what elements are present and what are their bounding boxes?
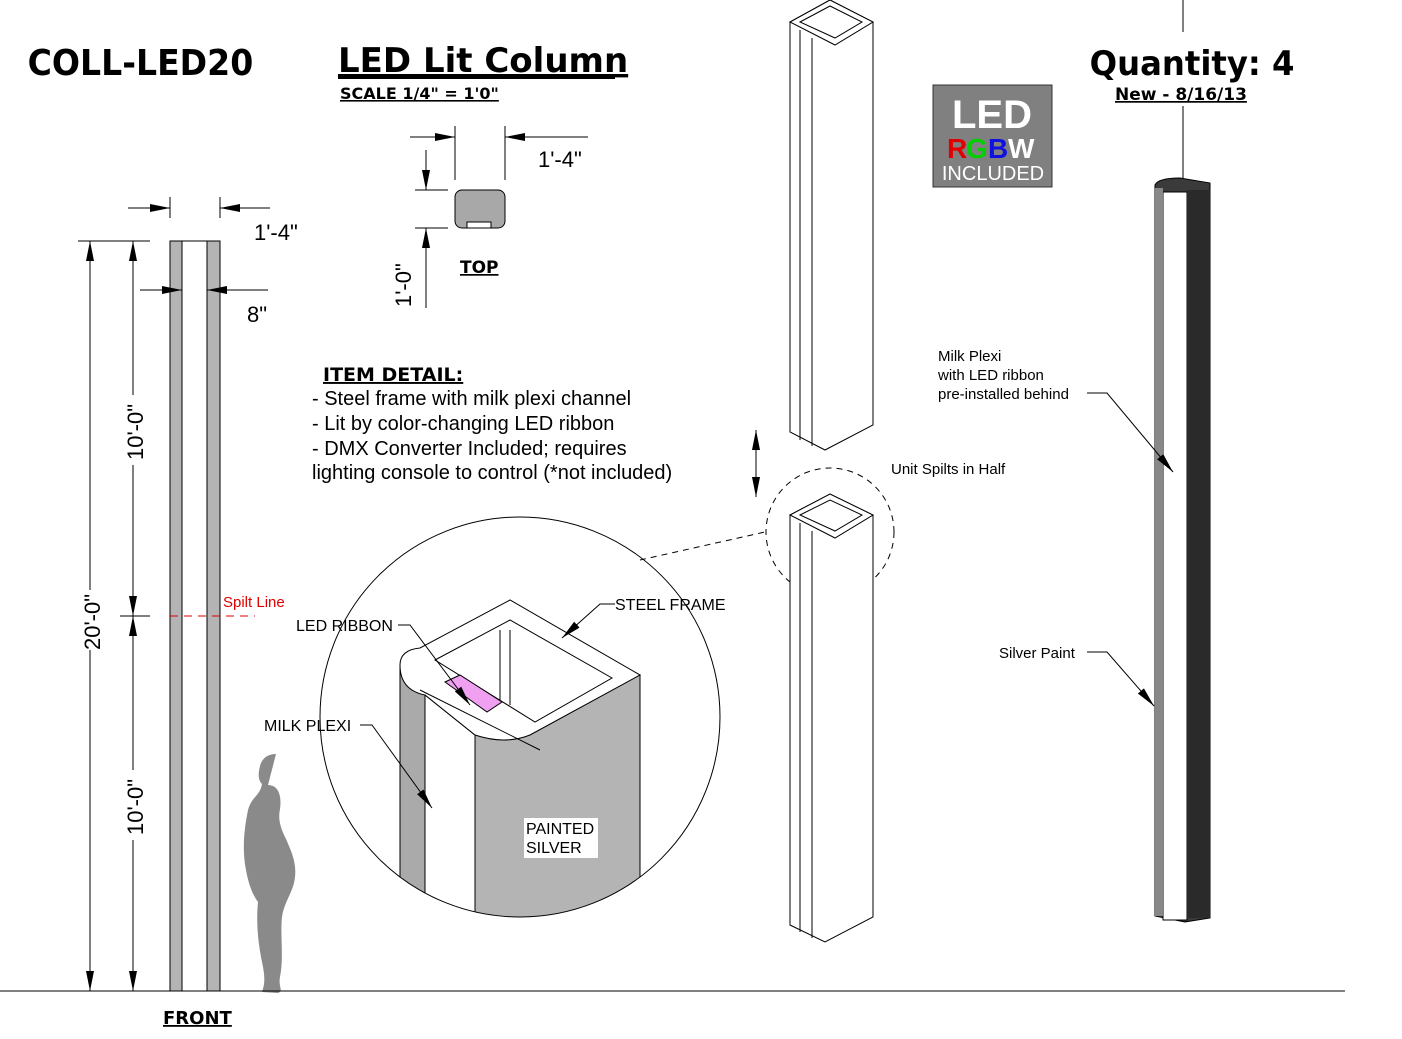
steel-frame-callout: STEEL FRAME (615, 597, 726, 614)
badge-b: B (988, 133, 1008, 164)
top-width-dim: 1'-4" (538, 147, 582, 172)
detail-leader (639, 531, 766, 561)
led-ribbon-callout: LED RIBBON (296, 618, 393, 635)
front-depth-dim: 8" (247, 302, 267, 327)
item-detail-line: - Steel frame with milk plexi channel (312, 388, 631, 410)
detail-circle (319, 516, 721, 918)
top-depth-dim: 1'-0" (391, 263, 416, 307)
human-scale-figure (243, 754, 296, 993)
painted-label: PAINTED (526, 821, 594, 838)
badge-led: LED (952, 93, 1032, 137)
iso-column-upper (788, 0, 875, 451)
badge-included: INCLUDED (942, 163, 1044, 185)
drawing-title: LED Lit Column (338, 41, 628, 81)
front-label: FRONT (163, 1008, 233, 1029)
top-dimensions (410, 126, 588, 308)
iso-column-lower (788, 493, 875, 943)
lower-height-dim: 10'-0" (123, 779, 148, 835)
split-line-label: Spilt Line (223, 594, 285, 611)
plexi-callout-line2: with LED ribbon (937, 367, 1044, 384)
led-rgbw-badge: LED R G B W INCLUDED (932, 84, 1053, 188)
detail-leaders (360, 603, 615, 809)
badge-w: W (1008, 133, 1035, 164)
painted-silver-label-bg (524, 818, 598, 858)
silver-paint-callout: Silver Paint (999, 645, 1076, 662)
total-height-dim: 20'-0" (80, 594, 105, 650)
upper-height-dim: 10'-0" (123, 404, 148, 460)
split-callout: Unit Spilts in Half (891, 461, 1006, 478)
iso-leaders (1087, 392, 1174, 707)
rendered-column (1154, 177, 1211, 923)
item-detail-line: lighting console to control (*not includ… (312, 462, 672, 484)
plexi-callout-line3: pre-installed behind (938, 386, 1069, 403)
part-number: COLL-LED20 (28, 43, 254, 85)
milk-plexi-callout: MILK PLEXI (264, 718, 351, 735)
item-detail-line: - DMX Converter Included; requires (312, 438, 627, 460)
badge-r: R (947, 133, 967, 164)
quantity-label: Quantity: 4 (1090, 43, 1295, 83)
front-width-dim: 1'-4" (254, 220, 298, 245)
top-label: TOP (460, 258, 499, 278)
top-view-shape (454, 189, 506, 229)
revision-label: New - 8/16/13 (1115, 85, 1247, 105)
scale-label: SCALE 1/4" = 1'0" (340, 84, 499, 103)
silver-label: SILVER (526, 840, 582, 857)
plexi-callout-line1: Milk Plexi (938, 348, 1001, 365)
item-detail-line: - Lit by color-changing LED ribbon (312, 413, 614, 435)
item-detail-heading: ITEM DETAIL: (323, 364, 463, 386)
badge-g: G (966, 133, 988, 164)
front-dimensions (78, 197, 270, 991)
